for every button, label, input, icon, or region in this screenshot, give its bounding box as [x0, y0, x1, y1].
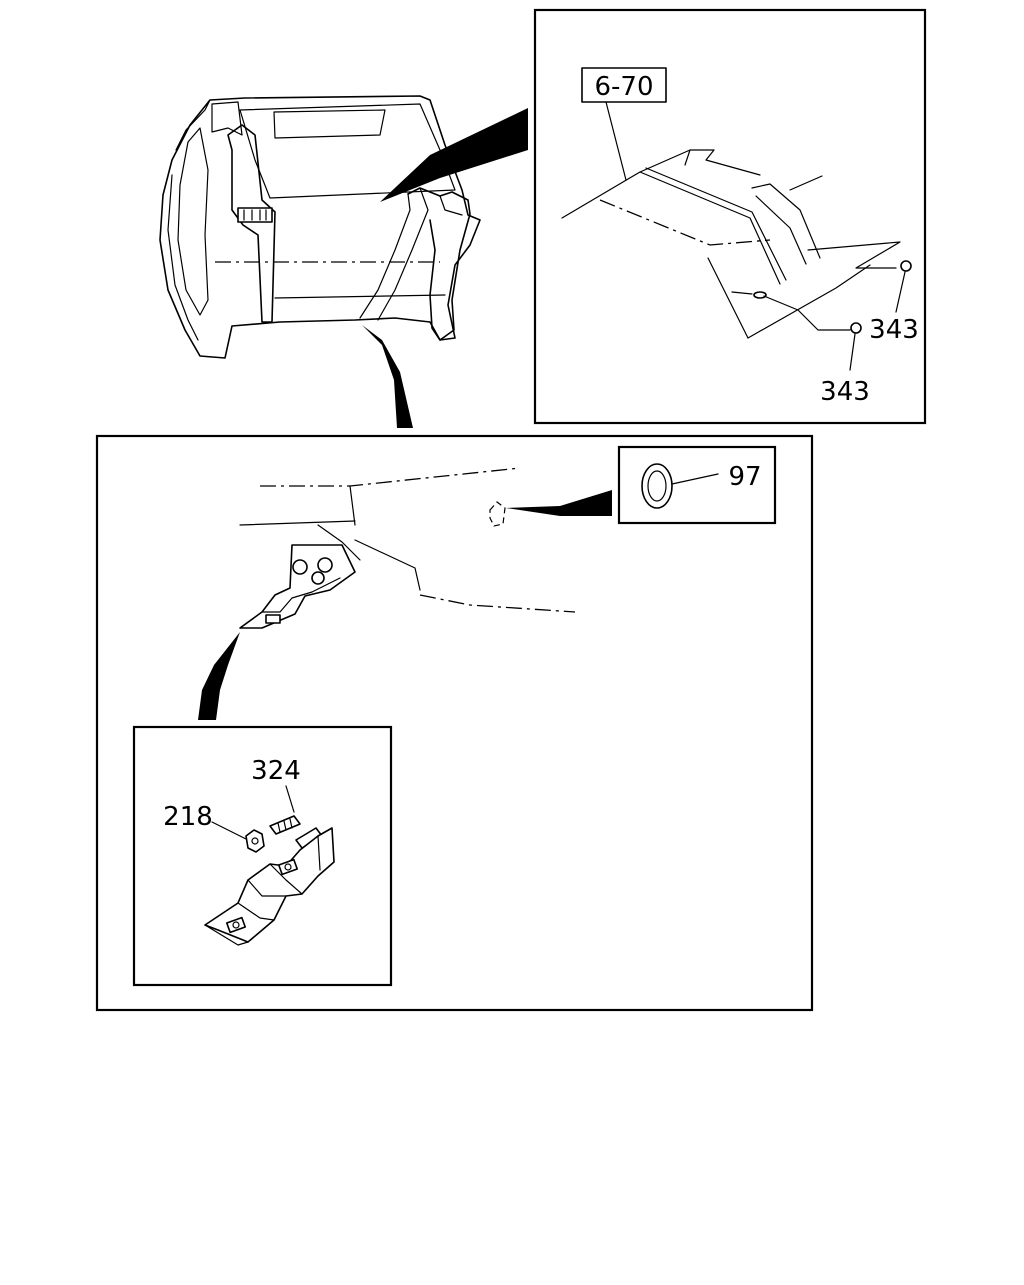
detail-frame-top-right: 6-70 343 343 [533, 8, 927, 425]
callout-343-lower: 343 [820, 377, 870, 407]
callout-324: 324 [251, 756, 301, 786]
nut-icon [245, 829, 265, 853]
leader-6-70 [605, 101, 627, 181]
reference-box [581, 67, 667, 103]
clip-icon [900, 260, 912, 272]
callout-97: 97 [728, 462, 761, 492]
callout-218: 218 [163, 802, 213, 832]
grommet-inset: 97 [617, 445, 777, 525]
grommet-icon [641, 463, 673, 509]
callout-6-70: 6-70 [594, 72, 653, 102]
callout-343-upper: 343 [869, 315, 919, 345]
bracket-inset: 324 218 [132, 725, 393, 987]
clip-icon [850, 322, 862, 334]
cab-overview-illustration [159, 95, 528, 428]
